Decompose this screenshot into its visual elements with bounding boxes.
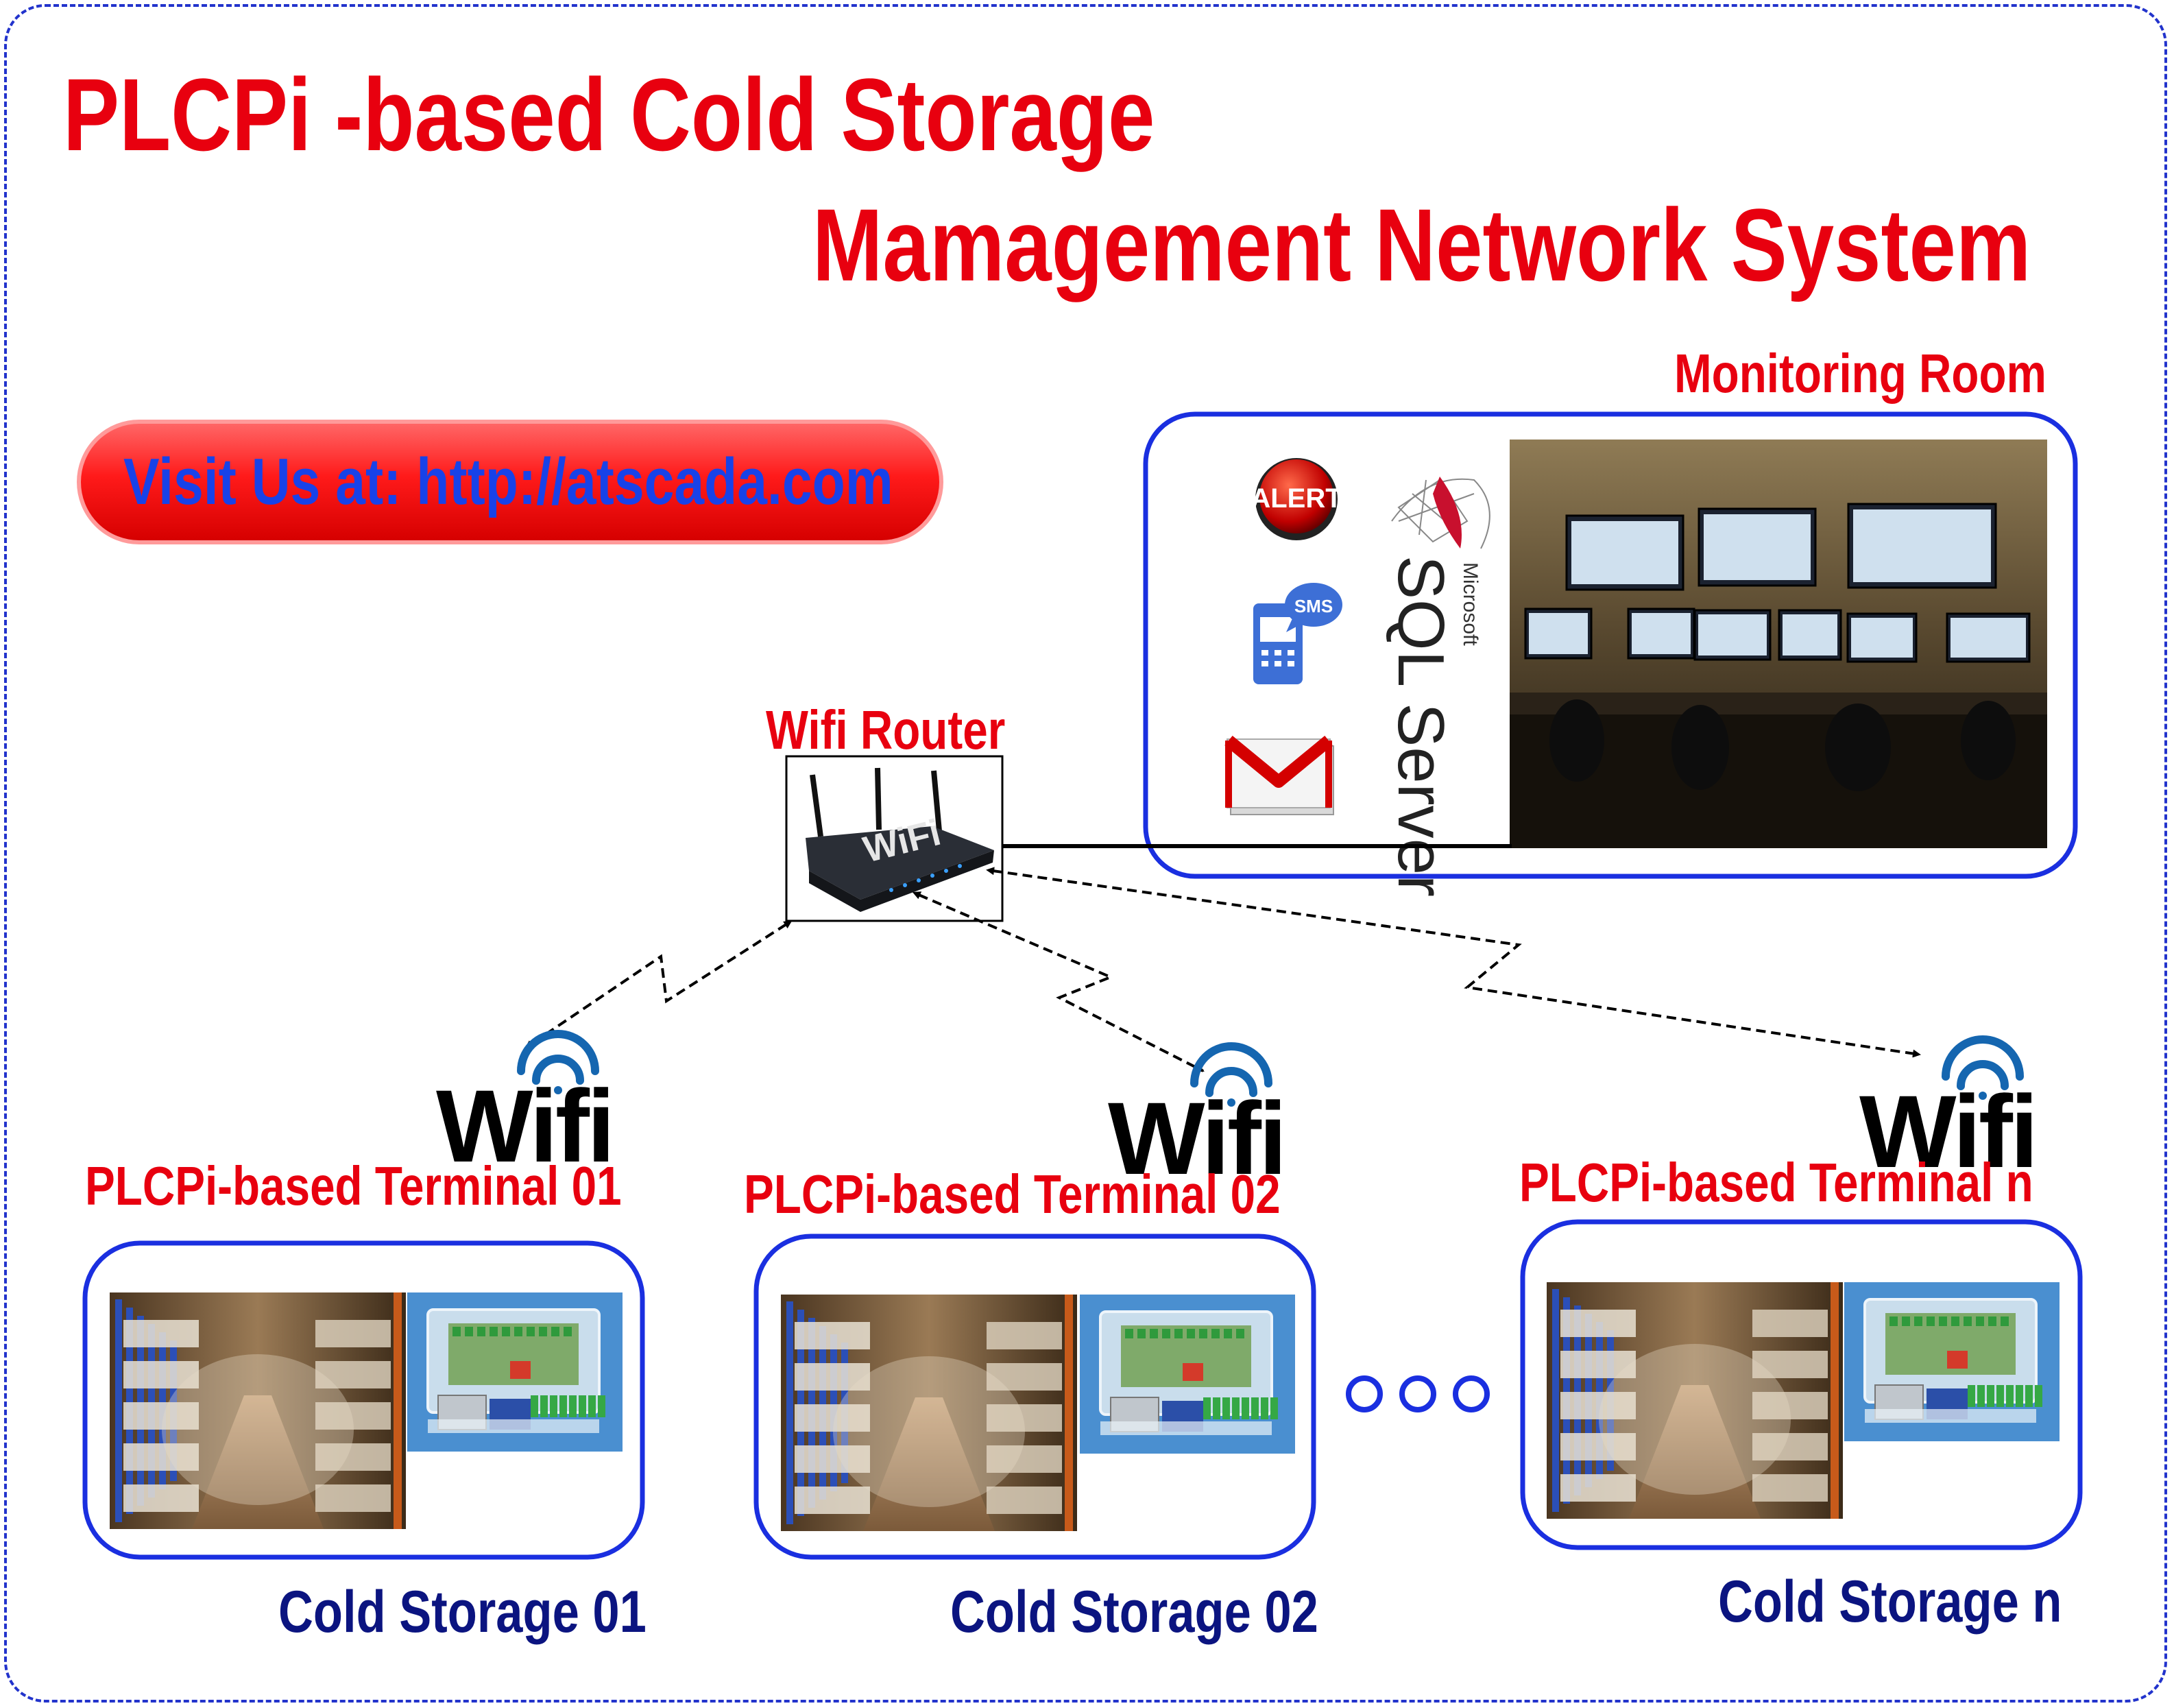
cold-storage-label-02: Cold Storage 02 <box>950 1579 1318 1645</box>
title-line-2: Mamagement Network System <box>812 187 2031 302</box>
cold-storage-photo-02 <box>781 1295 1077 1531</box>
wifi-signal-icon-n <box>1942 1035 2024 1100</box>
visit-link[interactable]: Visit Us at: http://atscada.com <box>123 445 893 518</box>
monitoring-room-label: Monitoring Room <box>1674 343 2046 404</box>
cold-storage-photo-n <box>1547 1282 1843 1519</box>
page-frame <box>4 4 2167 1703</box>
control-room-photo <box>1510 440 2047 848</box>
wireless-link-n <box>986 867 1921 1058</box>
title-line-1: PLCPi -based Cold Storage <box>63 57 1155 172</box>
sql-product: SQL Server <box>1384 555 1458 897</box>
sql-vendor: Microsoft <box>1459 562 1482 646</box>
cold-storage-label-01: Cold Storage 01 <box>278 1579 647 1645</box>
wifi-router-label: Wifi Router <box>766 699 1006 760</box>
alert-icon-label: ALERT <box>1251 483 1342 514</box>
wifi-signal-icon-02 <box>1190 1042 1272 1107</box>
terminal-box-02 <box>753 1234 1316 1560</box>
wifi-logo-text-01: Wifi <box>436 1068 616 1183</box>
wifi-logo-text-02: Wifi <box>1108 1081 1288 1196</box>
plcpi-board-photo-01 <box>407 1292 623 1452</box>
sql-server-logo: Microsoft SQL Server <box>1384 477 1490 897</box>
cold-storage-label-n: Cold Storage n <box>1718 1569 2062 1635</box>
wireless-links <box>524 867 1921 1072</box>
terminal-box-n <box>1520 1219 2083 1550</box>
terminal-label-02: PLCPi-based Terminal 02 <box>744 1164 1281 1225</box>
plcpi-board-photo-n <box>1844 1282 2060 1441</box>
plcpi-board-photo-02 <box>1080 1295 1295 1454</box>
wifi-signal-icon-01 <box>517 1030 599 1094</box>
terminal-label-01: PLCPi-based Terminal 01 <box>85 1155 622 1216</box>
terminal-label-n: PLCPi-based Terminal n <box>1519 1152 2033 1213</box>
wifi-logo-text-n: Wifi <box>1859 1074 2039 1189</box>
terminal-box-01 <box>82 1240 645 1560</box>
visit-banner[interactable] <box>77 420 943 544</box>
gmail-icon <box>1224 736 1334 815</box>
sms-icon-label: SMS <box>1294 596 1333 616</box>
sms-phone-icon: SMS <box>1253 583 1342 684</box>
alert-icon: ALERT <box>1251 458 1342 540</box>
more-terminals-indicator <box>1346 1375 1490 1412</box>
cold-storage-photo-01 <box>110 1292 406 1529</box>
